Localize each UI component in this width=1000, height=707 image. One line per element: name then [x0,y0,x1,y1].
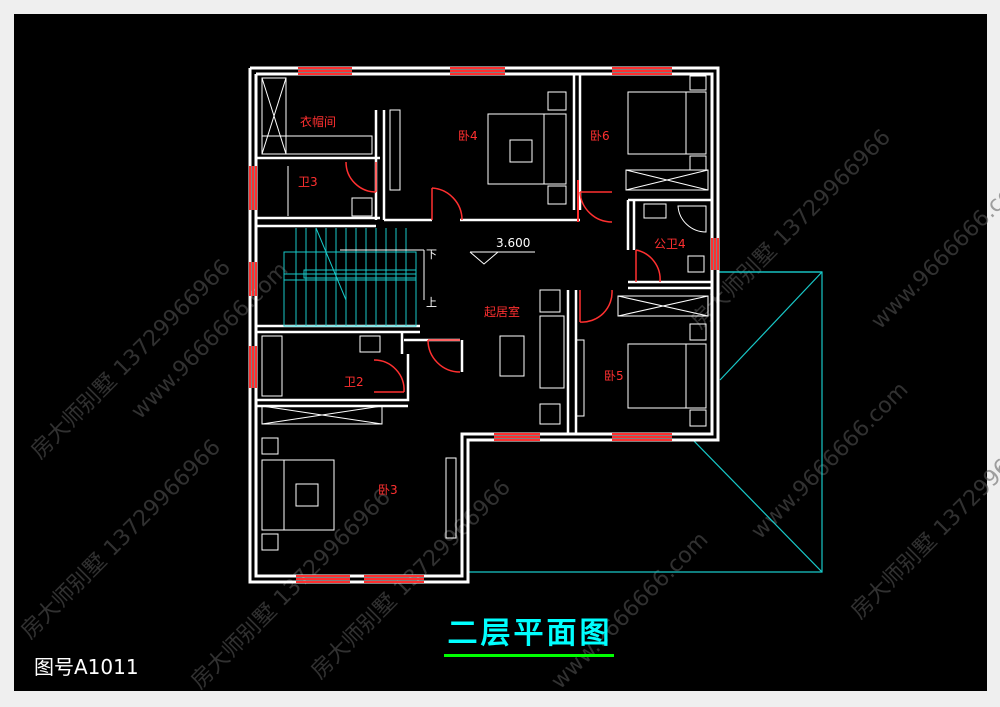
room-label-closet: 衣帽间 [300,114,336,129]
door-bedroom5 [579,289,613,323]
stair-arrows [340,249,425,300]
room-label-bedroom4: 卧4 [458,129,478,143]
door-bath2 [373,359,405,393]
sofa [539,315,565,389]
stair-up-label: 上 [426,296,437,309]
room-label-bath2: 卫2 [344,375,364,389]
stair-down-label: 下 [426,248,437,261]
room-label-living: 起居室 [484,304,520,319]
room-label-public-bath4: 公卫4 [654,237,686,251]
exterior-walls [248,66,720,584]
window-right-1 [711,238,719,270]
room-label-bath3: 卫3 [298,175,318,189]
room-labels: 衣帽间 卫3 卧4 卧6 公卫4 起居室 卧5 卫2 卧3 [298,114,686,497]
room-label-bedroom5: 卧5 [604,369,624,383]
doors [345,161,661,393]
window-bottom-4 [364,575,424,583]
elevation-label: 3.600 [496,236,530,250]
title-underline [444,654,614,657]
window-bottom-2 [612,433,672,441]
roof-outline [468,271,823,573]
window-left-1 [249,166,257,210]
elevation-mark [469,251,535,265]
coffee-table [499,335,525,377]
window-bottom-3 [296,575,350,583]
door-public-bath4 [635,249,661,283]
drawing-title: 二层平面图 [447,616,613,651]
room-label-bedroom3: 卧3 [378,483,398,497]
window-top-3 [612,67,672,75]
door-living [427,339,461,373]
staircase [283,227,417,327]
window-top-1 [298,67,352,75]
windows [249,67,719,583]
window-top-2 [450,67,505,75]
drawing-number: 图号A1011 [34,652,164,682]
room-label-bedroom6: 卧6 [590,129,610,143]
door-bedroom6 [579,191,613,223]
window-left-2 [249,262,257,296]
furniture [261,75,709,551]
window-bottom-1 [494,433,540,441]
window-left-3 [249,346,257,388]
door-bath3 [345,161,377,193]
door-bedroom4 [431,187,463,221]
